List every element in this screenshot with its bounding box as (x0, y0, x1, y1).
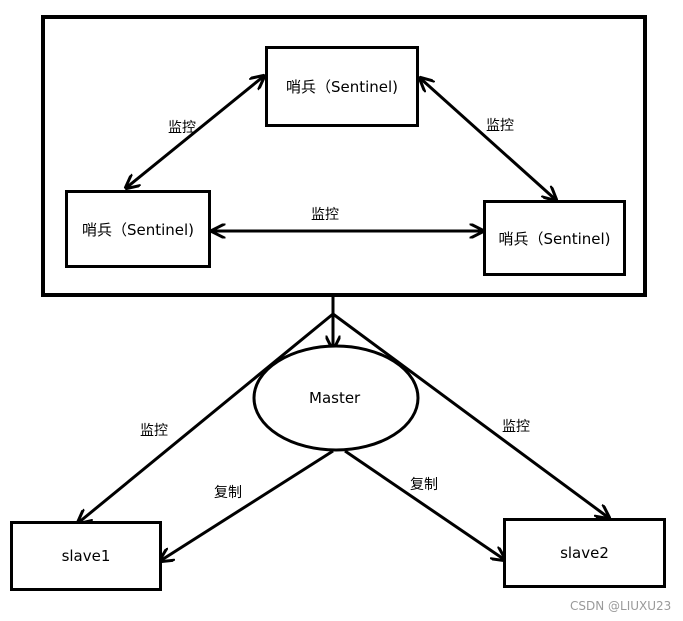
label-replicate-to-slave1: 复制 (214, 485, 242, 501)
sentinel-node-right: 哨兵（Sentinel) (483, 200, 626, 276)
label-monitor-top-left: 监控 (168, 120, 196, 136)
label-monitor-to-slave2: 监控 (502, 419, 530, 435)
slave1-node: slave1 (10, 521, 162, 591)
label-monitor-top-right: 监控 (486, 118, 514, 134)
sentinel-group-frame (41, 15, 647, 297)
sentinel-node-top: 哨兵（Sentinel) (265, 46, 419, 127)
label-replicate-to-slave2: 复制 (410, 477, 438, 493)
label-monitor-to-slave1: 监控 (140, 423, 168, 439)
monitor-edge-top-left (126, 76, 264, 188)
watermark: CSDN @LIUXU23 (570, 599, 672, 613)
master-ellipse (252, 344, 420, 452)
sentinel-node-left: 哨兵（Sentinel) (65, 190, 211, 268)
label-monitor-left-right: 监控 (311, 207, 339, 223)
master-label: Master (309, 389, 361, 407)
monitor-edge-to-slave1 (78, 312, 334, 523)
monitor-edge-top-right (420, 78, 556, 200)
slave2-node: slave2 (503, 518, 666, 588)
monitor-edge-to-slave2 (332, 312, 609, 518)
replicate-edge-to-slave2 (344, 449, 505, 560)
replicate-edge-to-slave1 (160, 449, 334, 561)
